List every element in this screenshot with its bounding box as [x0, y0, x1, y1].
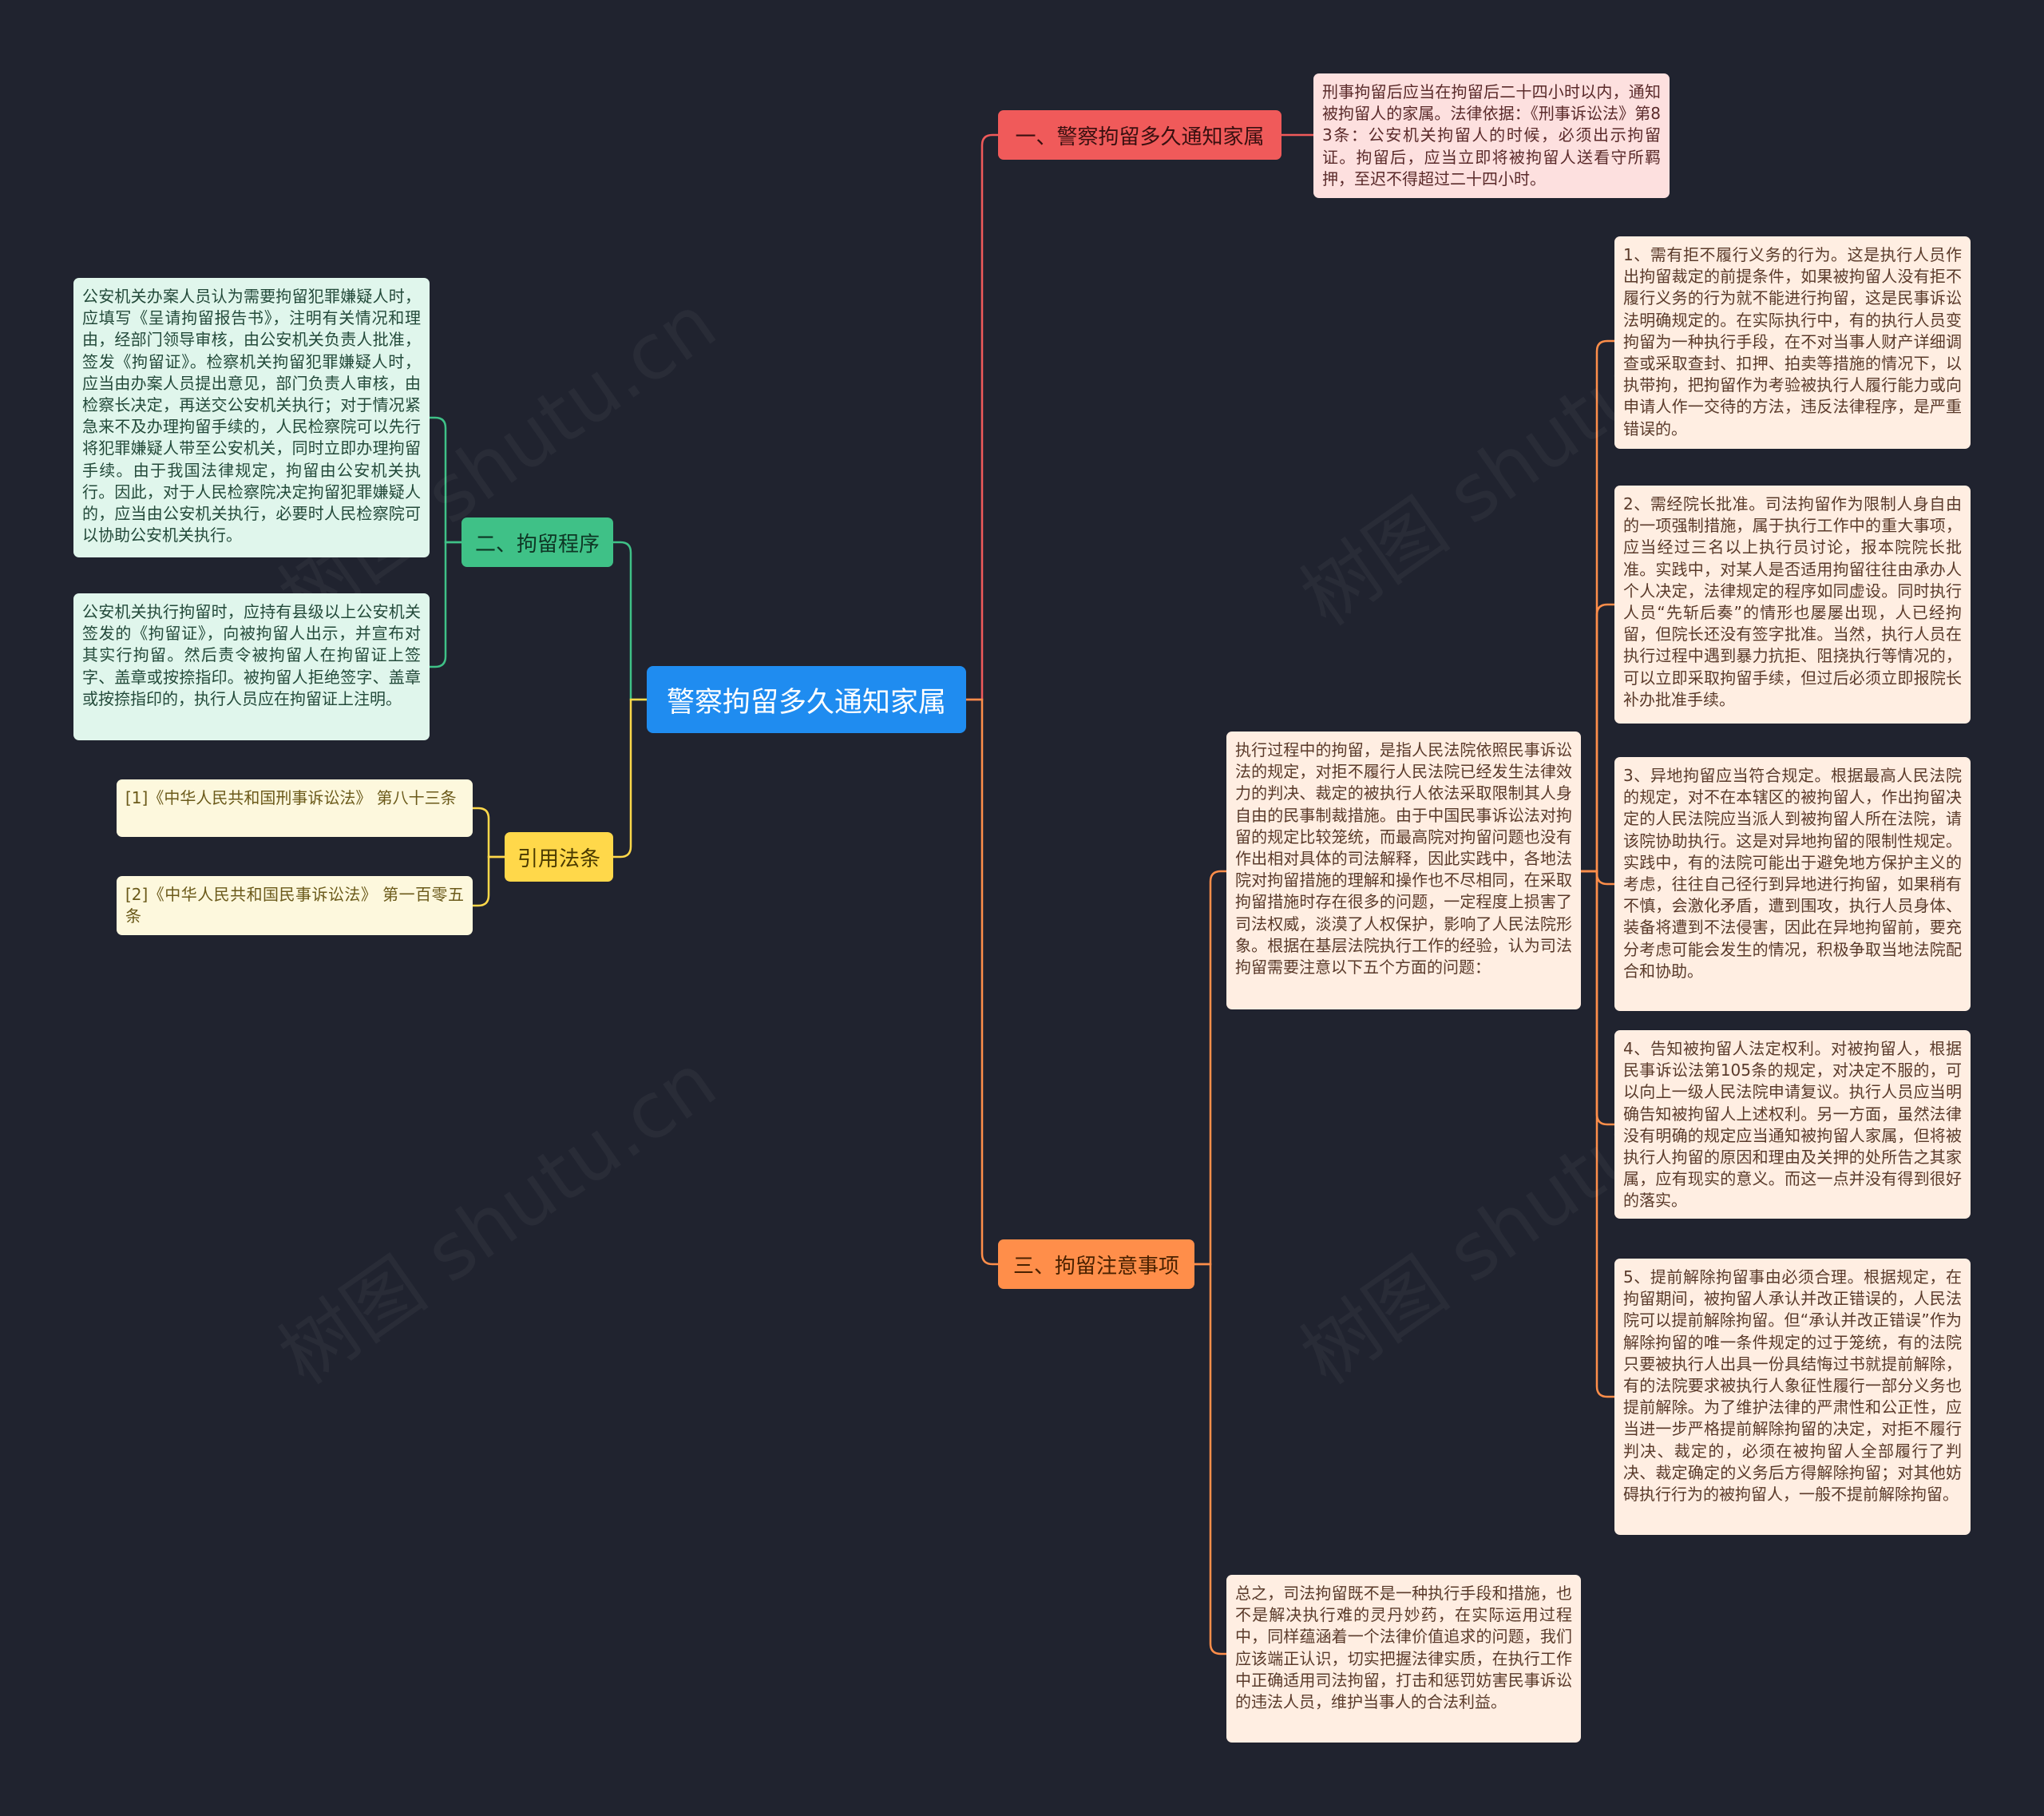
link-notes-intro — [1194, 870, 1226, 1266]
leaf-procedure-1: 公安机关办案人员认为需要拘留犯罪嫌疑人时，应填写《呈请拘留报告书》，注明有关情况… — [73, 278, 430, 557]
link-procedure-leaf-1 — [430, 416, 461, 544]
root-topic[interactable]: 警察拘留多久通知家属 — [647, 666, 966, 733]
leaf-notify-detail: 刑事拘留后应当在拘留后二十四小时以内，通知被拘留人的家属。法律依据：《刑事诉讼法… — [1313, 73, 1670, 198]
link-root-citations — [613, 698, 647, 858]
leaf-point-2: 2、需经院长批准。司法拘留作为限制人身自由的一项强制措施，属于执行工作中的重大事… — [1614, 486, 1971, 724]
branch-detention-notes[interactable]: 三、拘留注意事项 — [998, 1239, 1194, 1289]
link-point-1 — [1581, 339, 1614, 873]
leaf-point-5: 5、提前解除拘留事由必须合理。根据规定，在拘留期间，被拘留人承认并改正错误的，人… — [1614, 1259, 1971, 1535]
link-notes-summary — [1194, 1263, 1226, 1655]
link-point-5 — [1581, 870, 1614, 1398]
leaf-notes-summary: 总之，司法拘留既不是一种执行手段和措施，也不是解决执行难的灵丹妙药，在实际运用过… — [1226, 1575, 1581, 1743]
leaf-citation-1: [1]《中华人民共和国刑事诉讼法》 第八十三条 — [117, 779, 473, 837]
link-citation-2 — [473, 855, 505, 907]
link-citation-1 — [473, 807, 505, 858]
link-procedure-leaf-2 — [430, 541, 461, 668]
leaf-point-1: 1、需有拒不履行义务的行为。这是执行人员作出拘留裁定的前提条件，如果被拘留人没有… — [1614, 236, 1971, 449]
link-root-notify — [966, 133, 998, 701]
leaf-point-3: 3、异地拘留应当符合规定。根据最高人民法院的规定，对不在本辖区的被拘留人，作出拘… — [1614, 757, 1971, 1011]
leaf-procedure-2: 公安机关执行拘留时，应持有县级以上公安机关签发的《拘留证》，向被拘留人出示，并宣… — [73, 593, 430, 740]
leaf-notes-intro: 执行过程中的拘留，是指人民法院依照民事诉讼法的规定，对拒不履行人民法院已经发生法… — [1226, 732, 1581, 1009]
leaf-point-4: 4、告知被拘留人法定权利。对被拘留人，根据民事诉讼法第105条的规定，对决定不服… — [1614, 1030, 1971, 1219]
leaf-citation-2: [2]《中华人民共和国民事诉讼法》 第一百零五条 — [117, 876, 473, 935]
branch-detention-procedure[interactable]: 二、拘留程序 — [461, 517, 613, 567]
branch-cited-laws[interactable]: 引用法条 — [505, 832, 613, 882]
link-point-2 — [1581, 603, 1614, 873]
link-root-procedure — [613, 541, 647, 701]
link-root-notes — [966, 698, 998, 1266]
branch-notify-family[interactable]: 一、警察拘留多久通知家属 — [998, 110, 1281, 160]
